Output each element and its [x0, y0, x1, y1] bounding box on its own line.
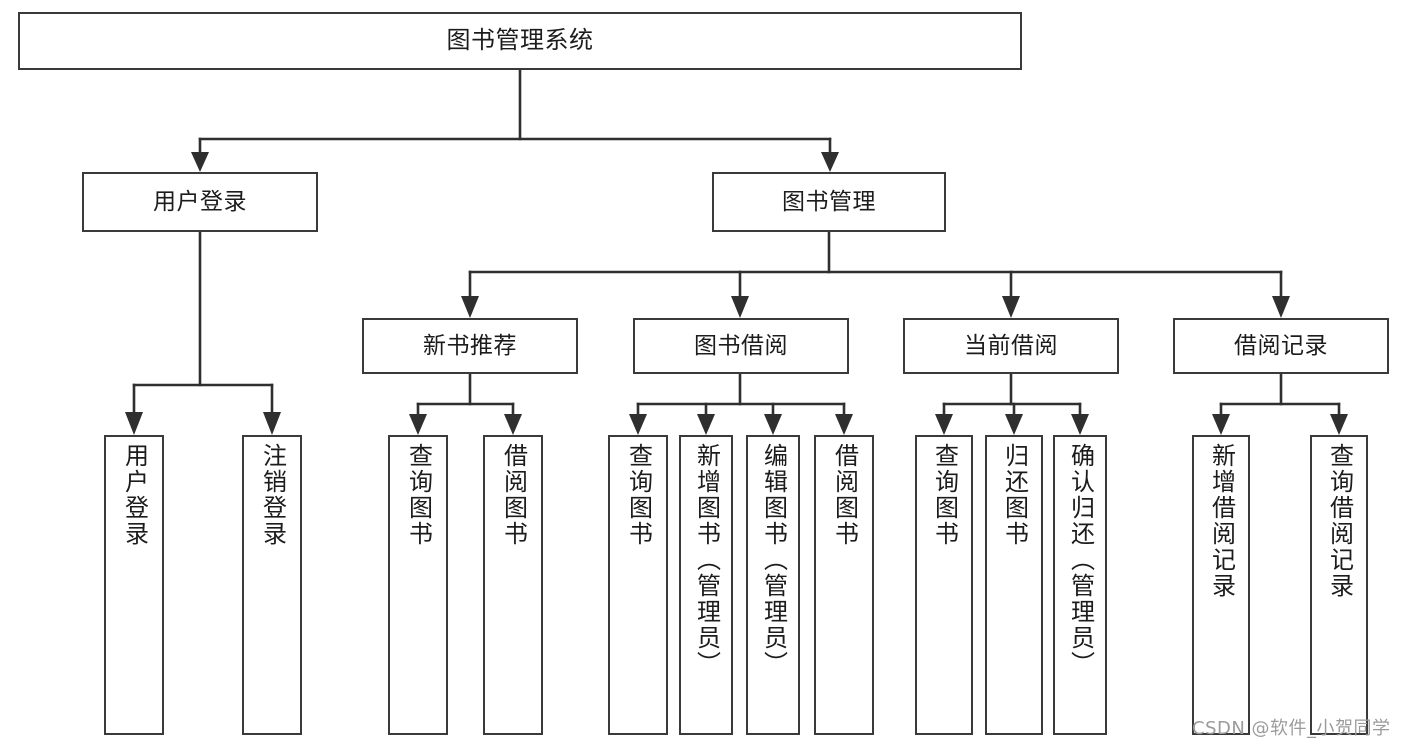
arrowheads-newbook-to-leaves — [409, 414, 522, 435]
node-label: 借阅记录 — [1234, 332, 1328, 359]
edges-newbook-to-leaves — [416, 372, 515, 420]
node-leaf-confirm-return-admin[interactable]: 确认归还（管理员） — [1053, 435, 1107, 735]
node-label: 新增图书（管理员） — [692, 443, 721, 677]
edges-bookborrow-to-leaves — [636, 372, 846, 420]
arrowheads-borrowrecord-to-leaves — [1212, 414, 1348, 435]
node-label: 图书管理系统 — [446, 26, 594, 55]
edges-bookmanage-to-level3 — [468, 230, 1283, 302]
node-leaf-edit-book-admin[interactable]: 编辑图书（管理员） — [746, 435, 800, 735]
node-label: 新增借阅记录 — [1207, 443, 1236, 599]
arrowheads-currentborrow-to-leaves — [935, 414, 1089, 435]
node-label: 新书推荐 — [423, 332, 517, 359]
node-leaf-borrow-book[interactable]: 借阅图书 — [814, 435, 874, 735]
node-label: 确认归还（管理员） — [1066, 443, 1095, 677]
node-leaf-borrow-book-recommend[interactable]: 借阅图书 — [483, 435, 543, 735]
node-leaf-query-book-borrow[interactable]: 查询图书 — [608, 435, 668, 735]
node-leaf-add-borrow-record[interactable]: 新增借阅记录 — [1192, 435, 1250, 735]
arrowheads-bookmanage-to-level3 — [461, 296, 1290, 318]
node-borrow-record[interactable]: 借阅记录 — [1173, 318, 1389, 374]
node-label: 归还图书 — [1000, 443, 1029, 547]
node-leaf-query-borrow-record[interactable]: 查询借阅记录 — [1310, 435, 1368, 735]
arrowheads-bookborrow-to-leaves — [629, 414, 853, 435]
arrowheads-root-to-level2 — [191, 152, 839, 172]
node-label: 用户登录 — [153, 188, 247, 215]
node-label: 查询图书 — [930, 443, 959, 547]
node-label: 查询图书 — [624, 443, 653, 547]
node-book-borrow[interactable]: 图书借阅 — [633, 318, 849, 374]
node-root-book-management-system[interactable]: 图书管理系统 — [18, 12, 1022, 70]
node-label: 当前借阅 — [964, 332, 1058, 359]
edges-root-to-level2 — [198, 68, 832, 158]
node-label: 图书借阅 — [694, 332, 788, 359]
node-label: 图书管理 — [782, 188, 876, 215]
node-leaf-query-book-recommend[interactable]: 查询图书 — [388, 435, 448, 735]
node-label: 用户登录 — [120, 443, 149, 547]
node-new-book-recommend[interactable]: 新书推荐 — [362, 318, 578, 374]
node-leaf-user-login[interactable]: 用户登录 — [104, 435, 164, 735]
node-label: 借阅图书 — [499, 443, 528, 547]
node-label: 注销登录 — [258, 443, 287, 547]
node-label: 查询借阅记录 — [1325, 443, 1354, 599]
edges-borrowrecord-to-leaves — [1219, 372, 1341, 420]
node-label: 借阅图书 — [830, 443, 859, 547]
node-leaf-logout[interactable]: 注销登录 — [242, 435, 302, 735]
node-label: 查询图书 — [404, 443, 433, 547]
edges-userlogin-to-leaves — [132, 230, 274, 418]
node-user-login[interactable]: 用户登录 — [82, 172, 318, 232]
node-leaf-add-book-admin[interactable]: 新增图书（管理员） — [679, 435, 733, 735]
node-leaf-return-book[interactable]: 归还图书 — [985, 435, 1043, 735]
node-label: 编辑图书（管理员） — [759, 443, 788, 677]
node-current-borrow[interactable]: 当前借阅 — [903, 318, 1119, 374]
edges-currentborrow-to-leaves — [942, 372, 1082, 420]
arrowheads-userlogin-to-leaves — [125, 412, 281, 435]
node-book-manage[interactable]: 图书管理 — [712, 172, 946, 232]
node-leaf-query-book-current[interactable]: 查询图书 — [915, 435, 973, 735]
